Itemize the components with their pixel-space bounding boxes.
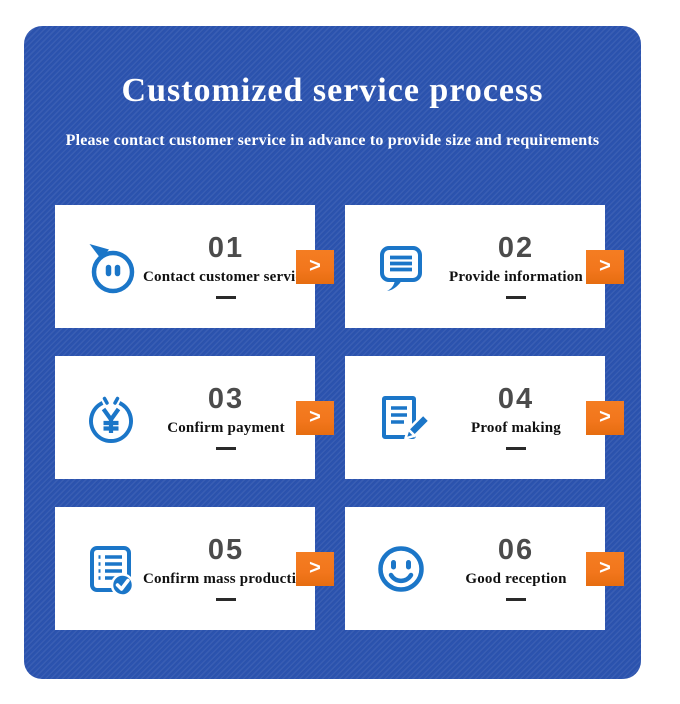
step-arrow-button[interactable]: > — [586, 400, 624, 435]
service-process-panel: Customized service process Please contac… — [24, 26, 641, 679]
step-label: Good reception — [465, 571, 567, 587]
step-text: 02 Provide information — [433, 234, 605, 299]
step-label: Confirm mass production — [143, 571, 313, 587]
arrow-right-icon: > — [599, 254, 611, 277]
step-text: 01 Contact customer service — [143, 234, 315, 299]
step-dash — [216, 296, 236, 299]
step-arrow-button[interactable]: > — [586, 551, 624, 586]
yuan-coin-icon — [81, 388, 141, 448]
step-number: 01 — [207, 232, 245, 264]
step-dash — [216, 598, 236, 601]
step-card-5: 05 Confirm mass production > — [55, 507, 334, 630]
step-number: 02 — [497, 232, 535, 264]
step-label: Provide information — [449, 269, 583, 285]
step-arrow-button[interactable]: > — [586, 249, 624, 284]
steps-grid: 01 Contact customer service > — [55, 205, 624, 630]
step-arrow-button[interactable]: > — [296, 249, 334, 284]
step-number: 03 — [207, 383, 245, 415]
smiley-face-icon — [371, 539, 431, 599]
step-dash — [506, 296, 526, 299]
arrow-right-icon: > — [599, 556, 611, 579]
page-subtitle: Please contact customer service in advan… — [65, 132, 600, 149]
step-arrow-button[interactable]: > — [296, 551, 334, 586]
wangwang-chat-icon — [81, 237, 141, 297]
step-card-2: 02 Provide information > — [345, 205, 624, 328]
step-arrow-button[interactable]: > — [296, 400, 334, 435]
step-text: 04 Proof making — [433, 385, 605, 450]
step-text: 03 Confirm payment — [143, 385, 315, 450]
step-label: Proof making — [470, 420, 562, 436]
step-dash — [506, 598, 526, 601]
arrow-right-icon: > — [599, 405, 611, 428]
step-number: 04 — [497, 383, 535, 415]
step-text: 06 Good reception — [433, 536, 605, 601]
arrow-right-icon: > — [309, 556, 321, 579]
step-card-6: 06 Good reception > — [345, 507, 624, 630]
step-text: 05 Confirm mass production — [143, 536, 315, 601]
step-card-3: 03 Confirm payment > — [55, 356, 334, 479]
step-label: Contact customer service — [143, 269, 310, 285]
step-label: Confirm payment — [167, 420, 285, 436]
step-number: 06 — [497, 534, 535, 566]
arrow-right-icon: > — [309, 254, 321, 277]
checklist-check-icon — [81, 539, 141, 599]
step-card-1: 01 Contact customer service > — [55, 205, 334, 328]
step-number: 05 — [207, 534, 245, 566]
message-bubble-icon — [371, 237, 431, 297]
document-pencil-icon — [371, 388, 431, 448]
step-dash — [216, 447, 236, 450]
page-title: Customized service process — [121, 72, 544, 109]
arrow-right-icon: > — [309, 405, 321, 428]
step-dash — [506, 447, 526, 450]
step-card-4: 04 Proof making > — [345, 356, 624, 479]
